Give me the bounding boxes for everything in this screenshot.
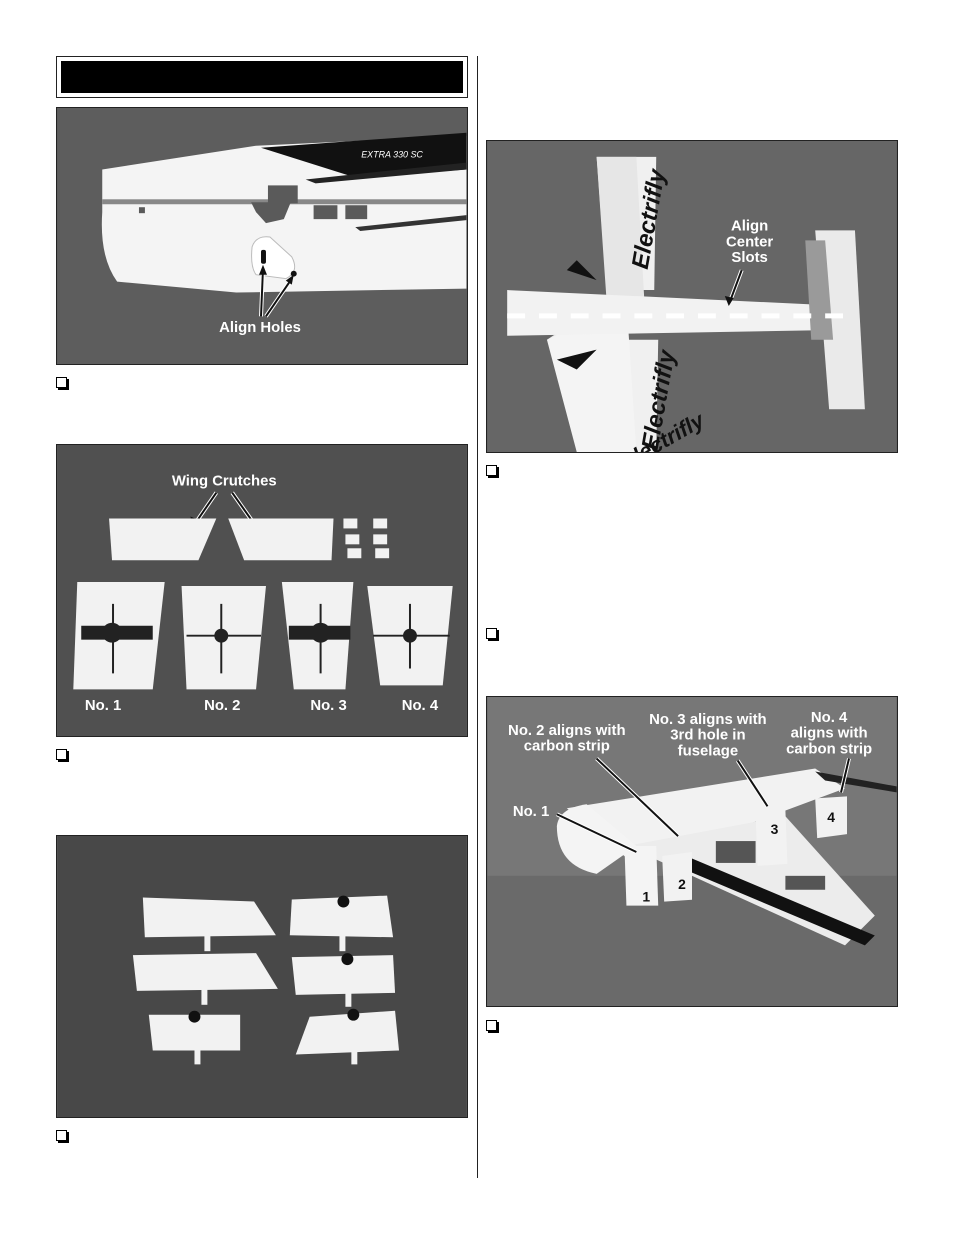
- fuselage-illustration: EXTRA 330 SC Align Holes: [57, 108, 467, 364]
- column-divider: [477, 56, 478, 1178]
- step-checkbox-3[interactable]: [56, 1130, 67, 1141]
- hole-1: [261, 249, 266, 264]
- label-no4-line3: carbon strip: [786, 742, 872, 758]
- step-checkbox-4[interactable]: [486, 465, 497, 476]
- label-no1: No. 1: [85, 698, 121, 714]
- small-parts: [343, 518, 390, 559]
- label-no1: No. 1: [513, 804, 549, 820]
- step-checkbox-1[interactable]: [56, 377, 67, 388]
- crutch-4: [815, 796, 847, 839]
- label-no3-line3: fuselage: [678, 744, 738, 760]
- photo-fuselage-align-holes: EXTRA 330 SC Align Holes: [56, 107, 468, 365]
- tag-4: 4: [827, 809, 835, 825]
- hole-2: [290, 270, 297, 277]
- label-no3-line1: No. 3 aligns with: [649, 712, 766, 728]
- label-no3-line2: 3rd hole in: [670, 728, 745, 744]
- tag-3: 3: [771, 821, 779, 837]
- photo-align-center-slots: Electrifly Electrifly lectrifly Align Ce…: [486, 140, 898, 453]
- section-title-bar: [61, 61, 463, 93]
- section-title-box: [56, 56, 468, 98]
- crutch-3: [755, 810, 788, 866]
- step-checkbox-2[interactable]: [56, 749, 67, 760]
- label-no2-line2: carbon strip: [524, 739, 610, 755]
- fuselage-text: EXTRA 330 SC: [361, 150, 423, 160]
- tag-1: 1: [642, 889, 650, 905]
- label-no4-line2: aligns with: [791, 726, 868, 742]
- photo-assembled-crutches: [56, 835, 468, 1118]
- label-no2: No. 2: [204, 698, 240, 714]
- crutch-1: [624, 846, 659, 906]
- topview-illustration: Electrifly Electrifly lectrifly Align Ce…: [487, 141, 897, 452]
- crutches-illustration: Wing Crutches No. 1 No. 2 No. 3 No. 4: [57, 445, 467, 736]
- label-wing-crutches: Wing Crutches: [172, 474, 277, 490]
- label-no4: No. 4: [402, 698, 439, 714]
- fuselage-body: [566, 768, 846, 866]
- label-align-line3: Slots: [731, 250, 767, 266]
- tag-2: 2: [678, 876, 686, 892]
- photo-fuselage-in-crutches: 1 2 3 4 No. 2 aligns with carbon strip N…: [486, 696, 898, 1007]
- label-align-line2: Center: [726, 234, 773, 250]
- crutch-2: [662, 851, 692, 902]
- label-align-holes: Align Holes: [219, 320, 301, 336]
- label-no3: No. 3: [310, 698, 346, 714]
- step-checkbox-5[interactable]: [486, 628, 497, 639]
- fuselage-top: [507, 290, 848, 336]
- wing-crutch-right: [228, 518, 334, 561]
- step-checkbox-6[interactable]: [486, 1020, 497, 1031]
- photo-wing-crutches: Wing Crutches No. 1 No. 2 No. 3 No. 4: [56, 444, 468, 737]
- label-align-line1: Align: [731, 218, 768, 234]
- wing-crutch-left: [109, 518, 217, 561]
- label-no2-line1: No. 2 aligns with: [508, 723, 625, 739]
- label-no4-line1: No. 4: [811, 710, 848, 726]
- assembled-illustration: [57, 836, 467, 1117]
- assembly-illustration: 1 2 3 4 No. 2 aligns with carbon strip N…: [487, 697, 897, 1006]
